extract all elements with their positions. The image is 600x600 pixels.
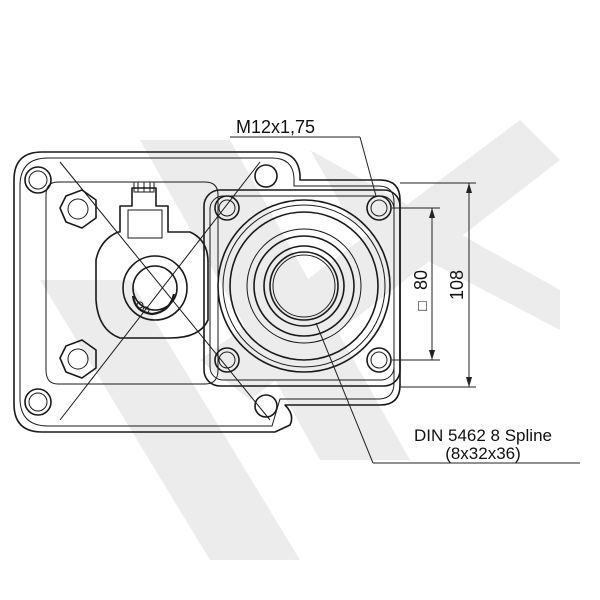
shift-lever-assembly (95, 181, 209, 339)
output-flange (203, 189, 401, 387)
hex-bolt-bottom (59, 339, 97, 379)
housing-outline (13, 151, 401, 433)
mounting-ear-top-right (254, 164, 278, 188)
spline-label-line1: DIN 5462 8 Spline (414, 426, 552, 445)
hex-bolt-top (59, 189, 97, 229)
mounting-ear-bottom-left (24, 388, 52, 416)
thread-leader (230, 136, 377, 197)
square-symbol: □ (414, 301, 431, 310)
dimension-108 (400, 182, 476, 388)
flange-bolt-hole-bottom-right (366, 347, 392, 373)
flange-bolt-hole-top-left (214, 195, 240, 221)
mounting-ear-top-left (24, 166, 52, 194)
spline-label-line2: (8x32x36) (445, 444, 521, 463)
dimension-80 (392, 207, 440, 361)
dimension-108-label: 108 (447, 270, 467, 300)
spline-shaft (263, 245, 345, 327)
flange-bolt-hole-bottom-left (214, 347, 240, 373)
bearing-rings (217, 199, 391, 373)
flange-bolt-hole-top-right (366, 195, 392, 221)
mounting-ear-bottom-right (254, 394, 278, 418)
thread-label: M12x1,75 (236, 117, 315, 137)
dimension-80-label: 80 (411, 270, 431, 290)
spline-leader (315, 322, 580, 464)
